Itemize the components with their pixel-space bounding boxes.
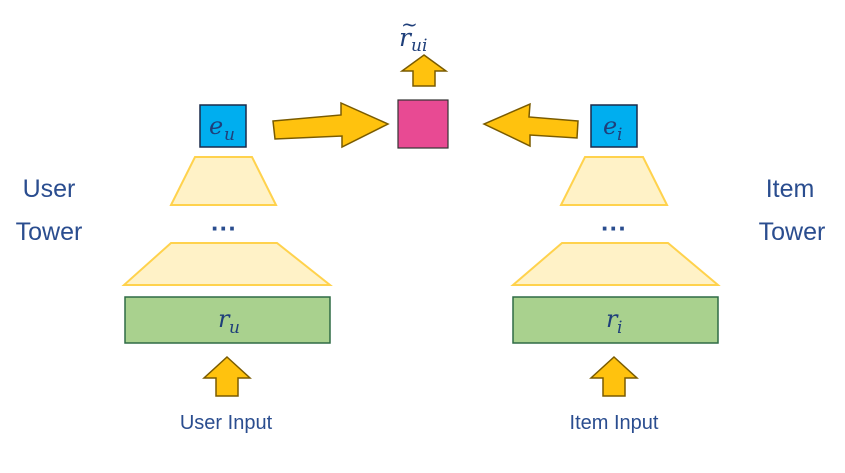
user-input-base: r [218, 305, 231, 333]
user-input-up-arrow [202, 355, 252, 397]
output-node [397, 99, 449, 149]
item-input-layer [512, 296, 719, 344]
item-to-output-arrow [482, 102, 579, 148]
output-score-tilde: ~ [401, 12, 418, 36]
item-input-label: Item Input [570, 412, 659, 434]
item-tower-title-line2: Tower [759, 218, 826, 246]
item-input-base: r [606, 305, 619, 333]
user-hidden-layers-dots: ··· [211, 213, 237, 243]
user-tower-title-line1: User [23, 175, 76, 203]
item-tower: Item Tower e i ··· r i Item Input [510, 104, 826, 434]
user-embedding-subscript: u [224, 125, 235, 145]
user-to-output-arrow [272, 101, 390, 149]
output-score-label: r ~ ui [399, 12, 427, 56]
user-tower-title-line2: Tower [16, 218, 83, 246]
user-input-layer [124, 296, 331, 344]
item-tower-title-line1: Item [766, 175, 815, 203]
output-score-subscript: ui [411, 36, 427, 56]
item-bottom-layer [510, 242, 721, 286]
item-input-up-arrow [589, 355, 639, 397]
item-hidden-layers-dots: ··· [601, 213, 627, 243]
user-embedding-node [199, 104, 247, 148]
user-tower: User Tower e u ··· r u User Input [16, 104, 333, 434]
user-embedding-base: e [209, 112, 223, 140]
user-bottom-layer [121, 242, 333, 286]
output-score-base: r [399, 23, 413, 52]
user-top-layer [169, 156, 278, 206]
item-embedding-subscript: i [617, 125, 622, 145]
output-up-arrow [399, 54, 449, 87]
item-embedding-base: e [603, 112, 617, 140]
item-embedding-node [590, 104, 638, 148]
user-input-subscript: u [229, 318, 240, 338]
item-top-layer [559, 156, 669, 206]
item-input-subscript: i [617, 318, 622, 338]
user-input-label: User Input [180, 412, 273, 434]
